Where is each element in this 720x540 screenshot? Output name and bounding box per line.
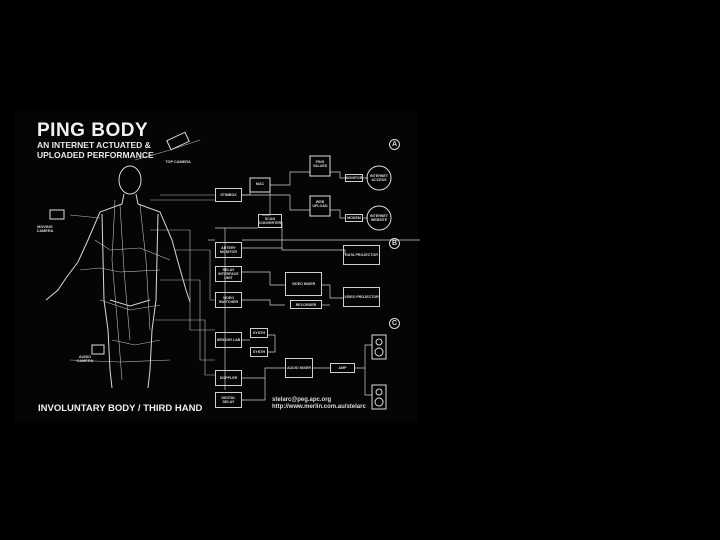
subtitle-line-2: UPLOADED PERFORMANCE (37, 151, 167, 161)
digital-delay-box: DIGITAL DELAY (215, 392, 242, 408)
monitor-box: MONITOR (345, 174, 363, 182)
internet-website-node: INTERNET WEBSITE (369, 212, 389, 224)
marker-c: C (389, 318, 400, 329)
internet-access-node: INTERNET ACCESS (369, 172, 389, 184)
data-projector-box: DATA PROJECTOR (343, 245, 380, 265)
mac-box: MAC (252, 180, 268, 188)
ping-values-box: PING VALUES (312, 158, 328, 170)
contact-info: stelarc@peg.apc.org http://www.merlin.co… (272, 397, 366, 411)
stimbox-box: STIMBOX (215, 188, 242, 202)
modem-box: MODEM (345, 214, 363, 222)
video-switcher-box: VIDEO SWITCHER (215, 292, 242, 308)
diagram-title: PING BODY (37, 120, 148, 142)
amp-box: AMP (330, 363, 355, 373)
diagram-footer: INVOLUNTARY BODY / THIRD HAND (38, 403, 202, 414)
relay-interface-box: RELAY INTERFACE UNIT (215, 266, 242, 282)
artery-monitor-box: ARTERY MONITOR (215, 242, 242, 258)
sensor-lab-box: SENSOR LAB (215, 332, 242, 348)
recorder-box: RECORDER (290, 300, 322, 309)
synth-box-2: SYNTH (250, 347, 268, 357)
video-mixer-box: VIDEO MIXER (285, 272, 322, 296)
scan-converter-box: SCAN CONVERTER (258, 214, 282, 228)
contact-email: stelarc@peg.apc.org (272, 397, 366, 404)
top-camera-label: TOP CAMERA (160, 160, 196, 164)
audio-camera-label: AUDIO CAMERA (72, 355, 98, 363)
doppler-box: DOPPLER (215, 370, 242, 386)
web-upload-box: WEB UPLOAD (312, 198, 328, 210)
diagram-subtitle: AN INTERNET ACTUATED & UPLOADED PERFORMA… (37, 141, 167, 160)
moving-camera-label: MOVING CAMERA (30, 225, 60, 233)
marker-a: A (389, 139, 400, 150)
audio-mixer-box: AUDIO MIXER (285, 358, 313, 378)
video-projector-box: VIDEO PROJECTOR (343, 287, 380, 307)
synth-box-1: SYNTH (250, 328, 268, 338)
contact-url: http://www.merlin.com.au/stelarc (272, 404, 366, 411)
marker-b: B (389, 238, 400, 249)
